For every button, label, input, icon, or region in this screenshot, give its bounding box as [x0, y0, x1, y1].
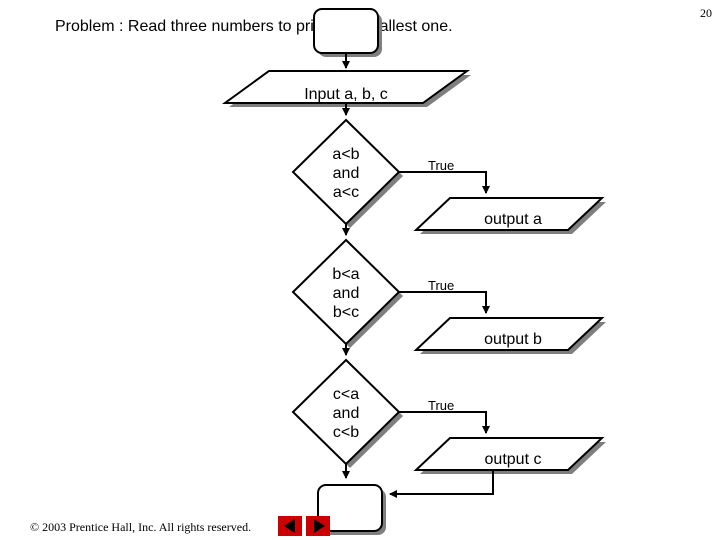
output-b-parallelogram	[413, 317, 605, 351]
decision-3-true-connector	[399, 411, 490, 434]
end-terminator	[317, 484, 383, 532]
next-slide-button[interactable]	[306, 516, 330, 536]
decision-2-line-3: b<c	[333, 304, 359, 321]
decision-1-line-1: a<b	[332, 146, 359, 163]
output-a-parallelogram	[413, 197, 605, 231]
decision-2-line-1: b<a	[332, 266, 359, 283]
decision-1-line-2: and	[333, 165, 360, 182]
slide-number: 20	[700, 6, 712, 20]
decision-2-line-2: and	[333, 285, 360, 302]
decision-1-true-connector	[399, 171, 490, 194]
triangle-right-icon	[314, 519, 325, 533]
previous-slide-button[interactable]	[278, 516, 302, 536]
connector-output-c-to-end	[389, 470, 494, 498]
copyright-notice: © 2003 Prentice Hall, Inc. All rights re…	[30, 520, 252, 534]
decision-1-true-label: True	[428, 158, 454, 173]
output-c-parallelogram	[413, 437, 605, 471]
decision-3-true-label: True	[428, 398, 454, 413]
output-a-label: output a	[484, 211, 542, 228]
decision-3-line-2: and	[333, 405, 360, 422]
decision-2-true-label: True	[428, 278, 454, 293]
triangle-left-icon	[284, 519, 295, 533]
output-c-label: output c	[485, 451, 542, 468]
start-terminator	[313, 8, 379, 54]
decision-3-line-3: c<b	[333, 424, 359, 441]
decision-1-line-3: a<c	[333, 184, 359, 201]
decision-2-true-connector	[399, 291, 490, 314]
input-label: Input a, b, c	[304, 86, 388, 103]
decision-3-line-1: c<a	[333, 386, 359, 403]
output-b-label: output b	[484, 331, 542, 348]
input-parallelogram	[221, 70, 471, 104]
